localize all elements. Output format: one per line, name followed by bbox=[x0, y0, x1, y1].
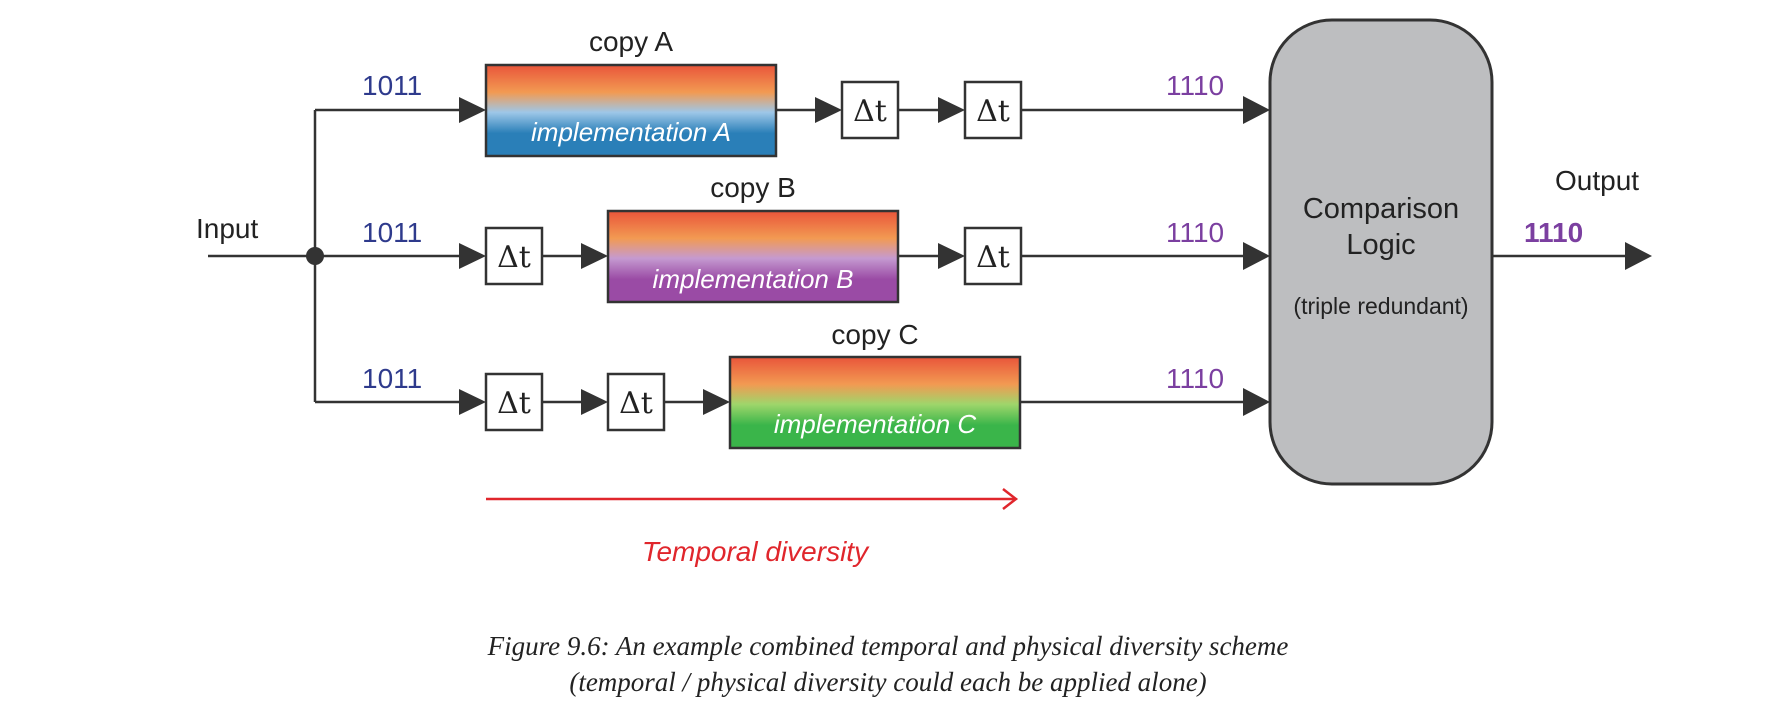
comparison-subtitle: (triple redundant) bbox=[1293, 293, 1468, 319]
delay-label: Δt bbox=[497, 240, 531, 275]
arrowhead-icon bbox=[815, 97, 842, 123]
implementation-c-label: implementation C bbox=[774, 409, 977, 439]
delay-label: Δt bbox=[853, 94, 887, 129]
comparison-title-line2: Logic bbox=[1346, 229, 1415, 261]
arrowhead-icon bbox=[581, 243, 608, 269]
row-b-input-value: 1011 bbox=[362, 217, 422, 248]
arrowhead-icon bbox=[459, 389, 486, 415]
delay-label: Δt bbox=[619, 386, 653, 421]
output-label: Output bbox=[1555, 165, 1639, 196]
delay-label: Δt bbox=[497, 386, 531, 421]
implementation-a-block bbox=[484, 63, 778, 158]
row-c-output-value: 1110 bbox=[1166, 363, 1224, 394]
input-label: Input bbox=[196, 213, 258, 244]
row-b-output-value: 1110 bbox=[1166, 217, 1224, 248]
copy-c-label: copy C bbox=[831, 319, 918, 350]
comparison-logic-block bbox=[1268, 18, 1494, 486]
delay-block bbox=[963, 226, 1023, 286]
output-arrowhead-icon bbox=[1625, 242, 1652, 270]
row-a-input-value: 1011 bbox=[362, 70, 422, 101]
caption-line-2: (temporal / physical diversity could eac… bbox=[569, 667, 1207, 697]
arrowhead-icon bbox=[938, 243, 965, 269]
implementation-c-block bbox=[728, 355, 1022, 450]
row-c: Δt Δt implementation C copy C 1110 bbox=[459, 319, 1270, 450]
split-node bbox=[306, 247, 324, 265]
row-b: Δt implementation B copy B Δt 1110 bbox=[459, 172, 1270, 304]
arrowhead-icon bbox=[1243, 242, 1270, 270]
copy-a-label: copy A bbox=[589, 26, 673, 57]
temporal-arrowhead-icon bbox=[1002, 488, 1019, 510]
row-a: implementation A copy A Δt Δt 1110 bbox=[459, 26, 1270, 158]
figure-caption: Figure 9.6: An example combined temporal… bbox=[0, 628, 1776, 700]
implementation-b-label: implementation B bbox=[653, 264, 854, 294]
arrowhead-icon bbox=[1243, 96, 1270, 124]
row-c-input-value: 1011 bbox=[362, 363, 422, 394]
arrowhead-icon bbox=[459, 243, 486, 269]
delay-block bbox=[963, 80, 1023, 140]
comparison-title-line1: Comparison bbox=[1303, 193, 1459, 225]
arrowhead-icon bbox=[938, 97, 965, 123]
temporal-diversity-label: Temporal diversity bbox=[642, 536, 870, 567]
row-a-output-value: 1110 bbox=[1166, 70, 1224, 101]
arrowhead-icon bbox=[703, 389, 730, 415]
arrowhead-icon bbox=[1243, 388, 1270, 416]
delay-label: Δt bbox=[976, 94, 1010, 129]
implementation-b-block bbox=[606, 209, 900, 304]
caption-line-1: Figure 9.6: An example combined temporal… bbox=[487, 631, 1289, 661]
arrowhead-icon bbox=[459, 97, 486, 123]
implementation-a-label: implementation A bbox=[531, 117, 731, 147]
delay-label: Δt bbox=[976, 240, 1010, 275]
output-value: 1110 bbox=[1524, 217, 1583, 248]
arrowhead-icon bbox=[581, 389, 608, 415]
delay-block bbox=[484, 372, 544, 432]
input-wires bbox=[208, 108, 462, 404]
copy-b-label: copy B bbox=[710, 172, 796, 203]
